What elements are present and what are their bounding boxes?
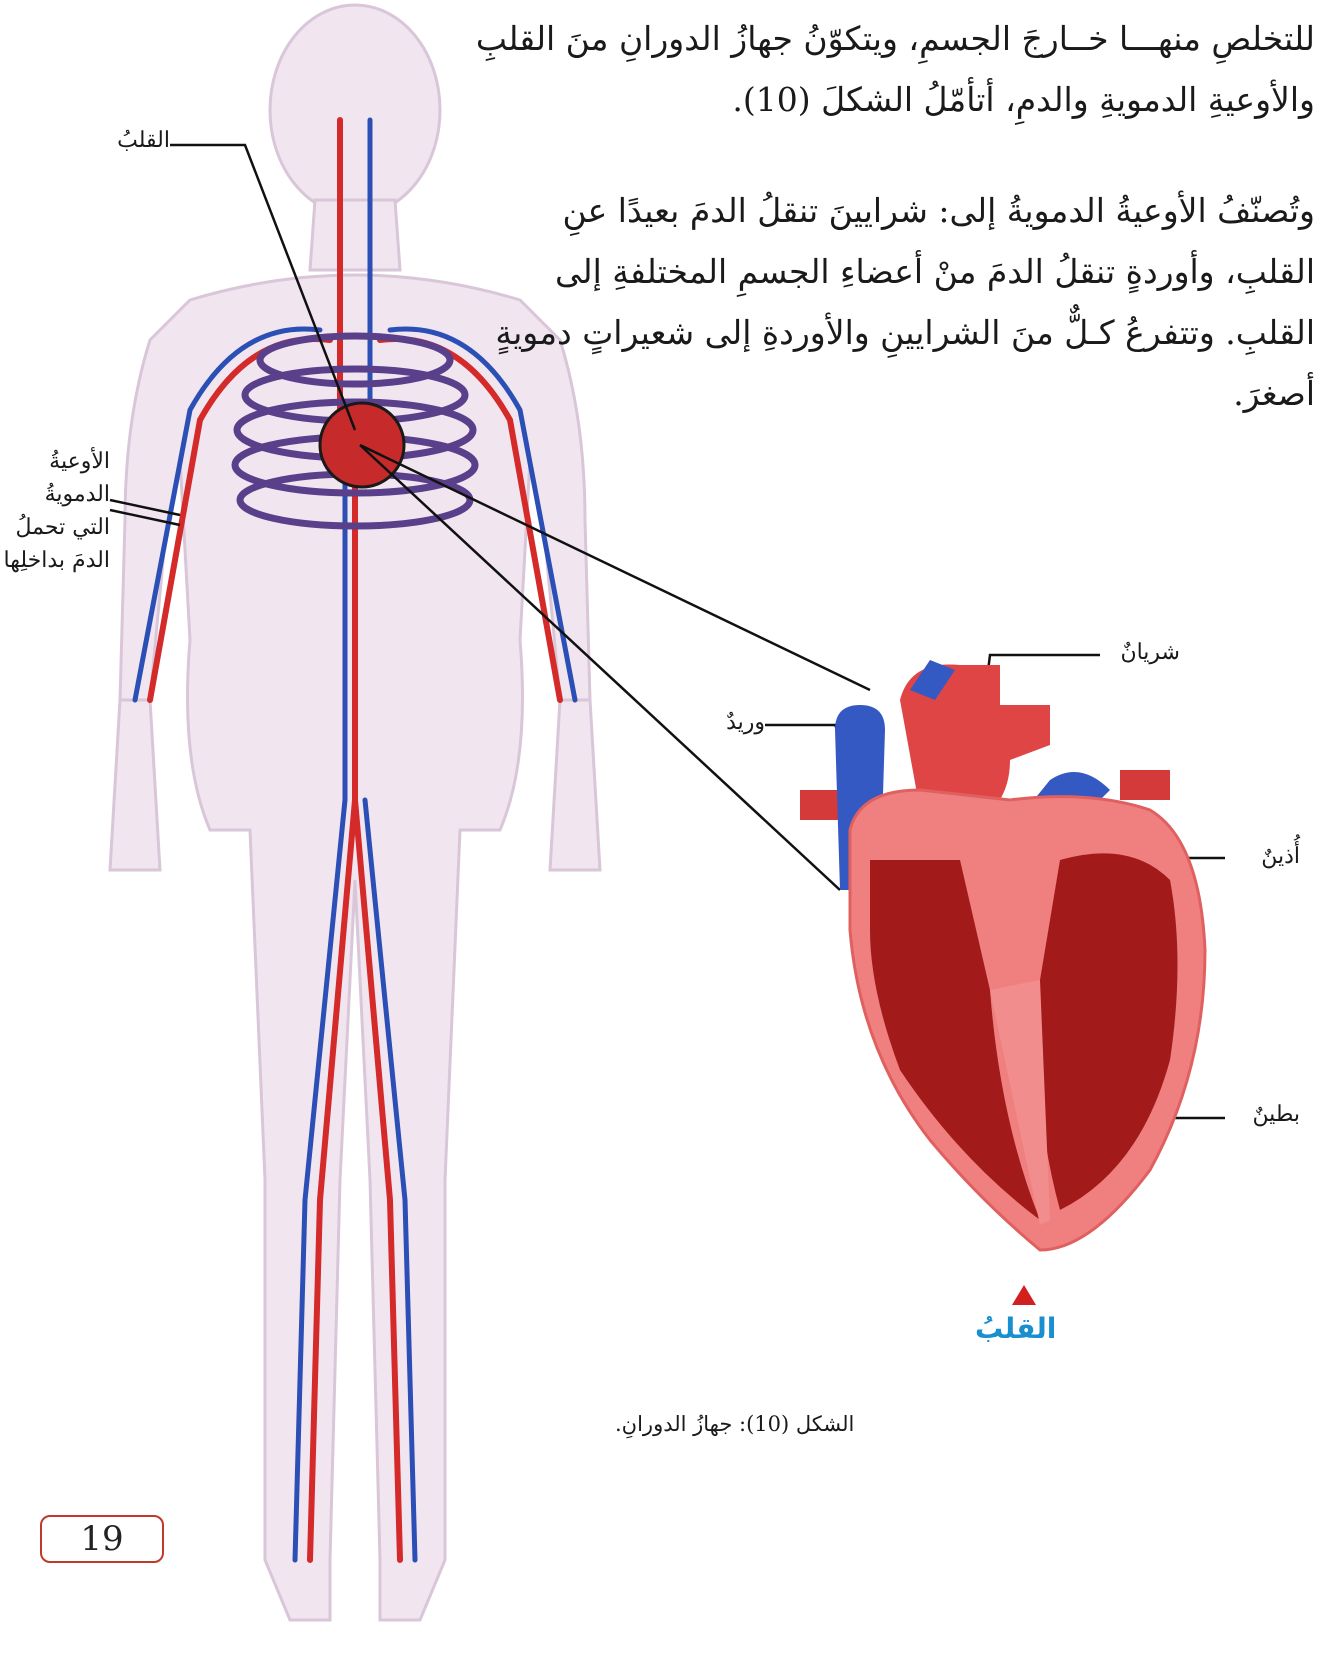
heart-detail-marker [1012, 1285, 1036, 1305]
figure-caption: الشكل (10): جهازُ الدورانِ. [615, 1412, 854, 1436]
pulmonary-vein-right [1120, 770, 1170, 800]
label-heart-detail: القلبُ [975, 1312, 1056, 1345]
heart-diagram [800, 660, 1205, 1250]
label-atrium: أُذينٌ [1225, 842, 1300, 872]
label-vein: وريدٌ [690, 708, 765, 738]
paragraph-1: للتخلصِ منهـــا خــارجَ الجسمِ، ويتكوّنُ… [465, 8, 1315, 130]
label-artery: شريانٌ [1100, 638, 1180, 668]
paragraph-2: وتُصنّفُ الأوعيةُ الدمويةُ إلى: شرايينَ … [465, 180, 1315, 424]
page-number: 19 [40, 1515, 164, 1563]
label-blood-vessels: الأوعيةُ الدمويةُ التي تحملُ الدمَ بداخل… [0, 445, 110, 577]
label-heart-body: القلبُ [80, 126, 170, 156]
label-ventricle: بطينٌ [1225, 1100, 1300, 1130]
